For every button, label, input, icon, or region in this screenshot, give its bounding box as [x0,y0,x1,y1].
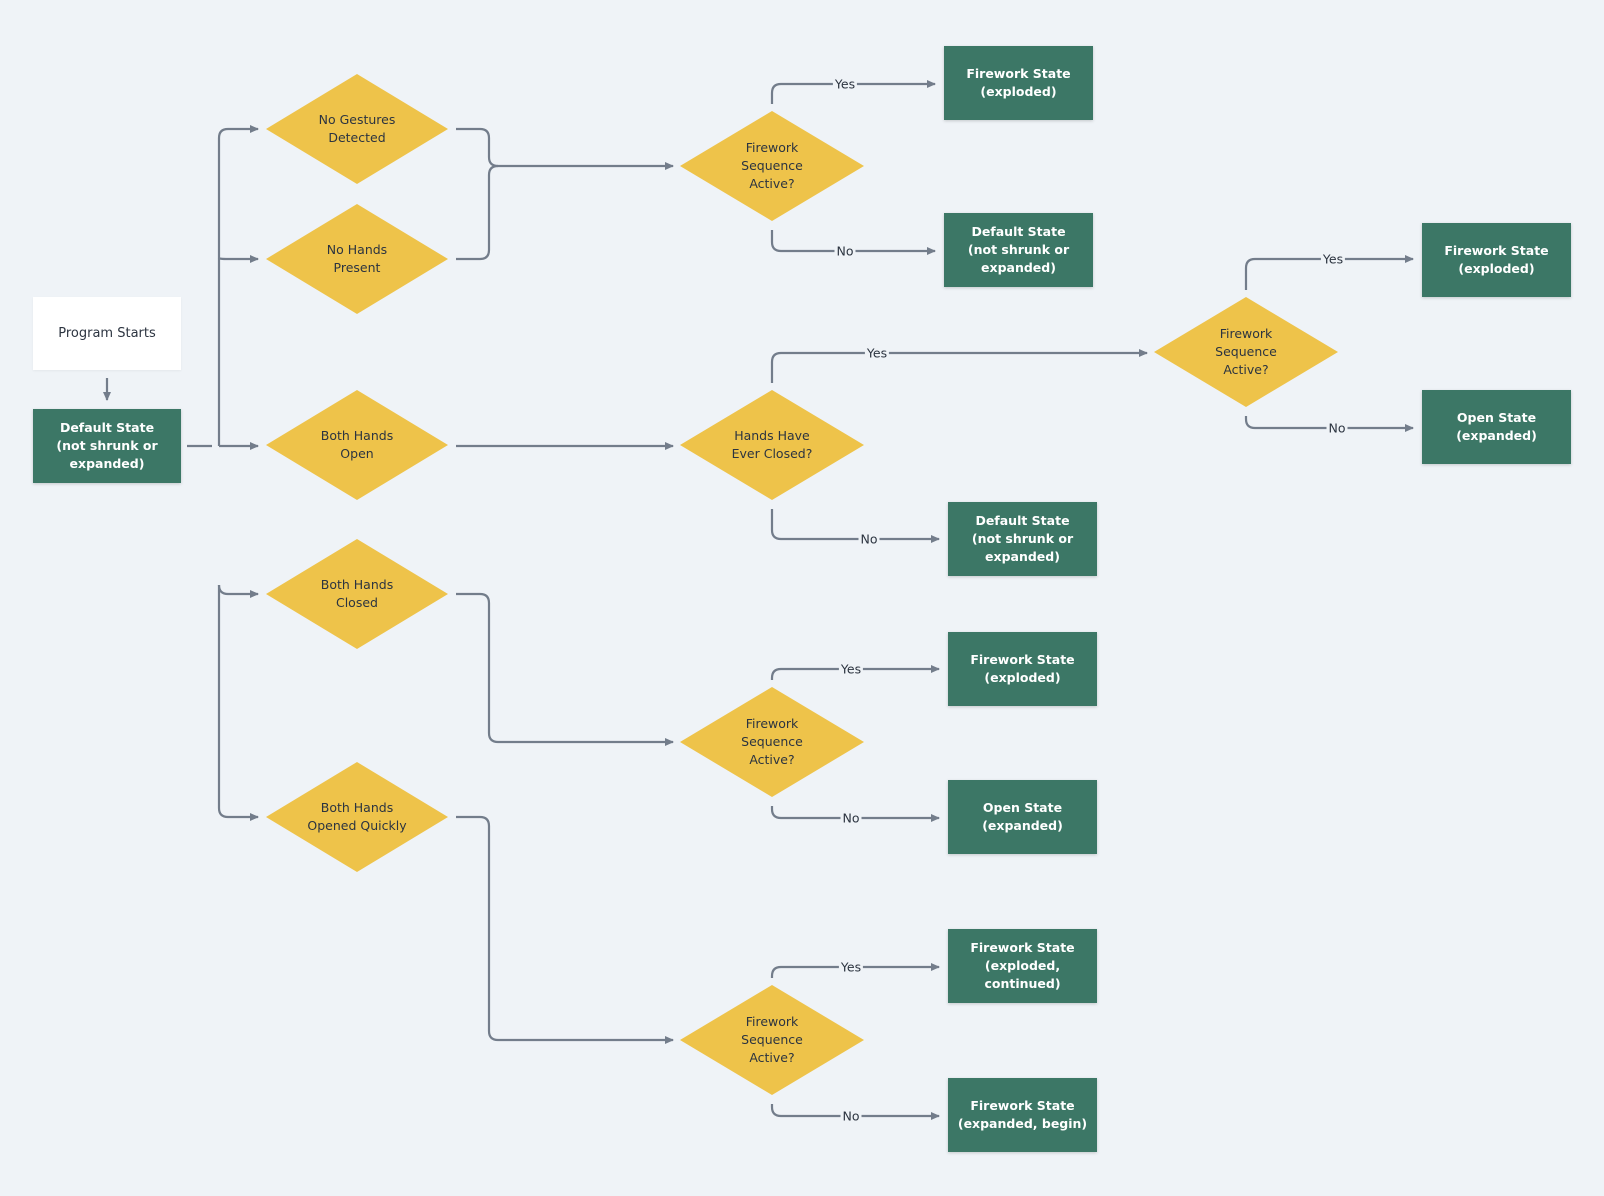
decision-hands-have-ever-closed: Hands Have Ever Closed? [680,390,864,500]
decision-label: Both Hands Open [320,428,394,461]
decision-firework-sequence-active-4: Firework Sequence Active? [680,985,864,1095]
edge-label-no: No [1326,420,1348,436]
connector-arrow [770,1104,940,1120]
default-state-node: Default State (not shrunk or expanded) [33,409,181,483]
decision-label: Both Hands Opened Quickly [307,800,407,833]
outcome-firework-state-exploded-continued: Firework State (exploded, continued) [948,929,1097,1003]
outcome-firework-state-expanded-begin: Firework State (expanded, begin) [948,1078,1097,1152]
decision-label: Firework Sequence Active? [741,716,803,767]
connector-arrow [456,592,674,746]
edge-label-yes: Yes [832,76,858,92]
diamond-shape [680,111,864,221]
connector-arrow [456,127,674,170]
diamond-shape [266,204,448,314]
diamond-shape [266,762,448,872]
edge-label-yes: Yes [864,345,890,361]
connector-arrow [770,806,940,822]
connector-arrow [770,509,940,543]
diamond-shape [680,687,864,797]
diamond-shape [266,390,448,500]
connector-arrow [770,80,936,104]
connector-arrow [217,255,259,263]
outcome-default-state-2: Default State (not shrunk or expanded) [948,502,1097,576]
outcome-open-state-2: Open State (expanded) [948,780,1097,854]
connector-arrow [770,963,940,978]
program-starts-node: Program Starts [33,297,181,370]
diamond-shape [1154,297,1338,407]
edge-label-no: No [840,1108,862,1124]
connector-arrow [1244,255,1414,290]
connector-arrow [770,665,940,680]
edge-label-yes: Yes [1320,251,1346,267]
outcome-open-state-1: Open State (expanded) [1422,390,1571,464]
outcome-default-state-1: Default State (not shrunk or expanded) [944,213,1093,287]
decision-label: No Hands Present [326,242,388,275]
decision-label: Firework Sequence Active? [741,1014,803,1065]
decision-firework-sequence-active-2: Firework Sequence Active? [1154,297,1338,407]
connector-arrow [1244,416,1414,432]
diamond-shape [680,390,864,500]
edge-label-yes: Yes [838,661,864,677]
decision-firework-sequence-active-1: Firework Sequence Active? [680,111,864,221]
outcome-firework-state-exploded-3: Firework State (exploded) [948,632,1097,706]
diamond-shape [680,985,864,1095]
outcome-firework-state-exploded-1: Firework State (exploded) [944,46,1093,120]
diamond-shape [266,74,448,184]
edge-label-no: No [840,810,862,826]
connector-arrow [217,125,259,446]
connector-arrow [217,584,259,598]
decision-label: Hands Have Ever Closed? [731,428,813,461]
connector-arrow [770,230,936,255]
decision-label: Firework Sequence Active? [741,140,803,191]
decision-firework-sequence-active-3: Firework Sequence Active? [680,687,864,797]
decision-no-hands-present: No Hands Present [266,204,448,314]
decision-label: No Gestures Detected [318,112,396,145]
connector-arrow [770,349,1148,383]
edge-label-no: No [858,531,880,547]
decision-both-hands-opened-quickly: Both Hands Opened Quickly [266,762,448,872]
decision-label: Both Hands Closed [320,577,394,610]
diamond-shape [266,539,448,649]
decision-both-hands-open: Both Hands Open [266,390,448,500]
outcome-firework-state-exploded-2: Firework State (exploded) [1422,223,1571,297]
decision-label: Firework Sequence Active? [1215,326,1277,377]
edge-label-yes: Yes [838,959,864,975]
decision-no-gestures-detected: No Gestures Detected [266,74,448,184]
edge-label-no: No [834,243,856,259]
connector-arrow [456,815,674,1044]
connector-arrow [217,585,259,821]
connector-arrow [456,164,499,261]
decision-both-hands-closed: Both Hands Closed [266,539,448,649]
